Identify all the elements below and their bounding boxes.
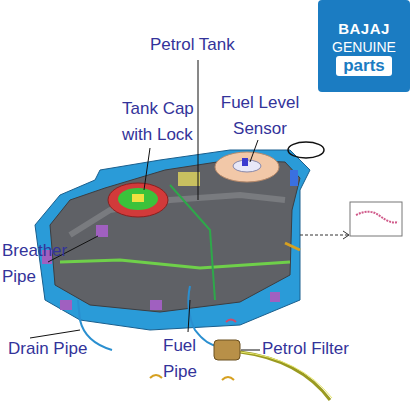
logo-text: parts	[336, 56, 392, 76]
mounting-clips	[42, 170, 298, 310]
tank-cap	[108, 183, 168, 217]
part-label: Petrol Tank	[150, 32, 270, 58]
inset-detail	[300, 202, 402, 239]
logo-text: BAJAJ	[318, 20, 410, 37]
o-ring	[288, 142, 324, 158]
tank-frame	[35, 150, 310, 330]
part-label: Petrol Filter	[262, 336, 382, 362]
brand-logo: BAJAJ GENUINEparts	[318, 0, 410, 92]
part-label: Fuel Pipe	[163, 333, 208, 385]
fuel-level-sensor	[178, 152, 279, 186]
tank-body	[50, 160, 300, 312]
part-label: Tank Cap with Lock	[122, 96, 222, 148]
pipes	[78, 243, 332, 400]
part-label: Fuel Level Sensor	[210, 90, 310, 142]
part-label: Drain Pipe	[8, 336, 118, 362]
logo-text: GENUINE	[318, 39, 410, 55]
part-label: Breather Pipe	[2, 238, 82, 290]
